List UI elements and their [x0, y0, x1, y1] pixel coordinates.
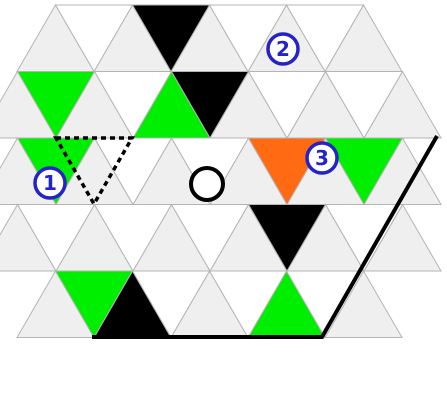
tile-r2-down-1[interactable] — [16, 71, 96, 139]
tile-r5-down-2[interactable] — [131, 270, 211, 339]
tile-r4-down-1[interactable] — [16, 204, 96, 272]
marker-3-label: 3 — [315, 146, 329, 170]
tile-r5-down-4[interactable] — [285, 270, 365, 339]
marker-3[interactable]: 3 — [305, 141, 339, 175]
marker-1[interactable]: 1 — [33, 166, 67, 200]
tile-r2-down-2[interactable] — [93, 71, 173, 139]
tile-r4-down-2[interactable] — [93, 204, 173, 272]
tile-r3-down-5[interactable] — [324, 137, 404, 206]
tile-r1-down-1[interactable] — [54, 4, 134, 73]
tile-r5-down-1[interactable] — [54, 270, 134, 339]
marker-2-badge — [266, 32, 300, 66]
marker-2-label: 2 — [276, 37, 290, 61]
tile-r5-down-3[interactable] — [208, 270, 288, 339]
tile-r1-down-4[interactable] — [285, 4, 365, 73]
tile-r4-down-3[interactable] — [170, 204, 250, 272]
goal-circle[interactable] — [189, 166, 225, 202]
tile-r2-down-4[interactable] — [247, 71, 327, 139]
marker-1-badge — [33, 166, 67, 200]
board-edge-line — [92, 135, 439, 339]
tile-r1-down-3[interactable] — [208, 4, 288, 73]
marker-2[interactable]: 2 — [266, 32, 300, 66]
triangle-grid — [0, 4, 442, 339]
tile-r2-down-3[interactable] — [170, 71, 250, 139]
tile-r2-down-5[interactable] — [324, 71, 404, 139]
marker-1-label: 1 — [43, 171, 57, 195]
board-overlay: 1 2 3 — [33, 32, 439, 339]
marker-3-badge — [305, 141, 339, 175]
tile-r4-down-4[interactable] — [247, 204, 327, 272]
tile-r4-down-5[interactable] — [324, 204, 404, 272]
tile-r1-down-2[interactable] — [131, 4, 211, 73]
dotted-selection-outline — [52, 136, 136, 208]
